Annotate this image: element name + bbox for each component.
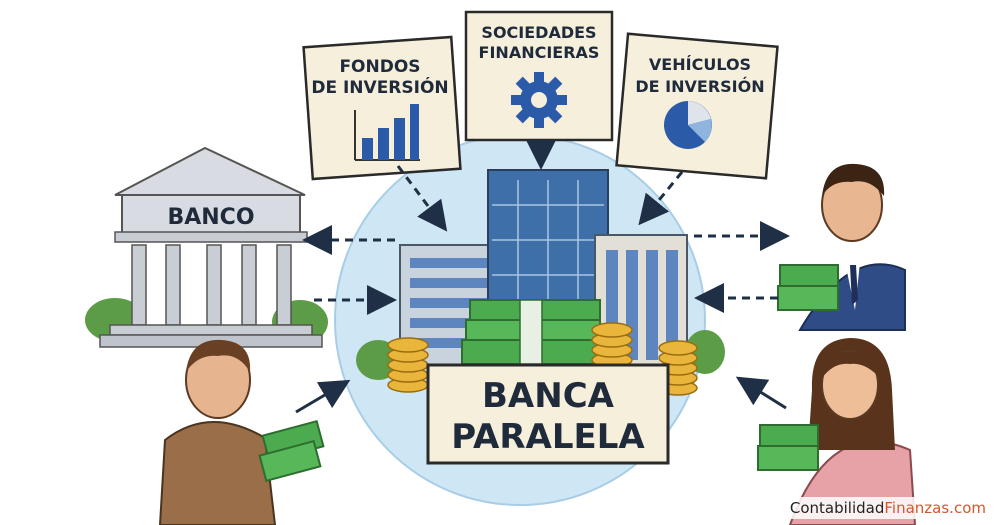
sociedades-financieras-box: SOCIEDADES FINANCIERAS <box>464 10 614 142</box>
fondos-line1: FONDOS <box>339 57 420 77</box>
sociedades-line1: SOCIEDADES <box>481 23 596 42</box>
watermark-part2: Finanzas.com <box>884 499 986 517</box>
gear-icon <box>511 72 567 128</box>
watermark: ContabilidadFinanzas.com <box>783 497 992 519</box>
money-stack <box>461 299 603 365</box>
bank-label: BANCO <box>167 205 254 230</box>
person-man-bottom-left <box>158 339 325 525</box>
bar-chart-icon <box>354 104 420 161</box>
arrow-icon <box>295 140 790 414</box>
fondos-inversion-box: FONDOS DE INVERSIÓN <box>302 35 462 181</box>
watermark-part1: Contabilidad <box>789 499 885 517</box>
center-line1: BANCA <box>482 376 615 416</box>
person-man-right <box>777 163 906 331</box>
coin-stack-left <box>387 337 429 393</box>
vehiculos-inversion-box: VEHÍCULOS DE INVERSIÓN <box>615 32 779 180</box>
vehiculos-line2: DE INVERSIÓN <box>635 77 764 96</box>
pie-chart-icon <box>664 101 712 149</box>
bank-building-icon: BANCO <box>85 146 328 348</box>
coin-stack-middle <box>591 322 633 368</box>
vehiculos-line1: VEHÍCULOS <box>649 55 751 74</box>
center-line2: PARALELA <box>451 417 645 457</box>
banca-paralela-label: BANCA PARALELA <box>426 363 670 465</box>
sociedades-line2: FINANCIERAS <box>479 43 600 62</box>
fondos-line2: DE INVERSIÓN <box>311 76 448 98</box>
